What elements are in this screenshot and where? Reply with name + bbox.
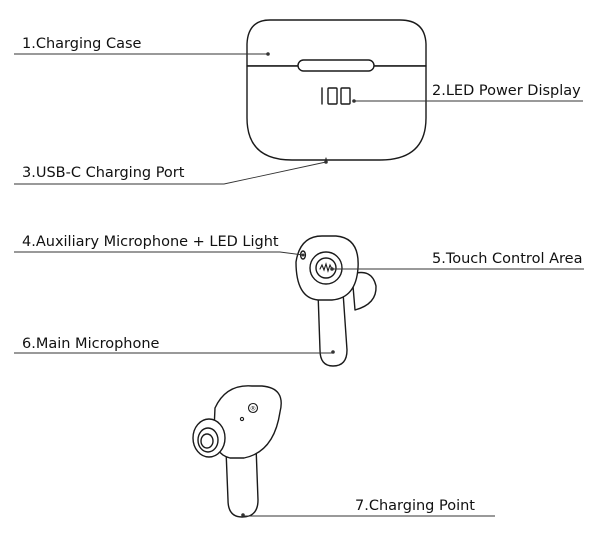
label-main-microphone: 6.Main Microphone: [22, 336, 160, 352]
callout-touch-control: 5.Touch Control Area: [330, 251, 584, 271]
earbud-ear-tip: [351, 271, 377, 311]
label-charging-case: 1.Charging Case: [22, 36, 142, 52]
callout-main-microphone: 6.Main Microphone: [14, 336, 332, 354]
charging-case-illustration: [246, 19, 427, 163]
earbud2-head: [213, 385, 282, 459]
registered-mark-icon: [247, 402, 259, 414]
earbud-mark-text: ®: [250, 405, 257, 413]
label-usb-c-port: 3.USB-C Charging Port: [22, 165, 185, 181]
earbud-front-illustration: [295, 235, 377, 367]
callout-charging-point: 7.Charging Point: [243, 498, 495, 517]
callout-aux-microphone: 4.Auxiliary Microphone + LED Light: [14, 234, 305, 257]
touch-control-logo-icon: [319, 262, 333, 273]
case-lid: [246, 19, 427, 67]
label-led-power-display: 2.LED Power Display: [432, 83, 581, 99]
callout-led-power-display: 2.LED Power Display: [352, 83, 583, 103]
led-digit-display: [321, 87, 351, 105]
earbud-stem: [317, 291, 348, 367]
earbud2-sensor-dot: [239, 416, 245, 422]
label-charging-point: 7.Charging Point: [355, 498, 475, 514]
case-body: [246, 65, 427, 161]
earbud-back-illustration: ®: [192, 385, 282, 518]
callout-charging-case: 1.Charging Case: [14, 36, 270, 56]
touch-control-inner-ring: [315, 257, 337, 279]
callout-usb-c-port: 3.USB-C Charging Port: [14, 160, 328, 185]
label-touch-control: 5.Touch Control Area: [432, 251, 582, 267]
case-status-slot: [297, 59, 375, 72]
main-microphone-hole: [331, 350, 335, 354]
earbud2-ear-tip-inner: [200, 433, 214, 449]
label-aux-microphone: 4.Auxiliary Microphone + LED Light: [22, 234, 279, 250]
earbud2-stem: [225, 445, 259, 518]
